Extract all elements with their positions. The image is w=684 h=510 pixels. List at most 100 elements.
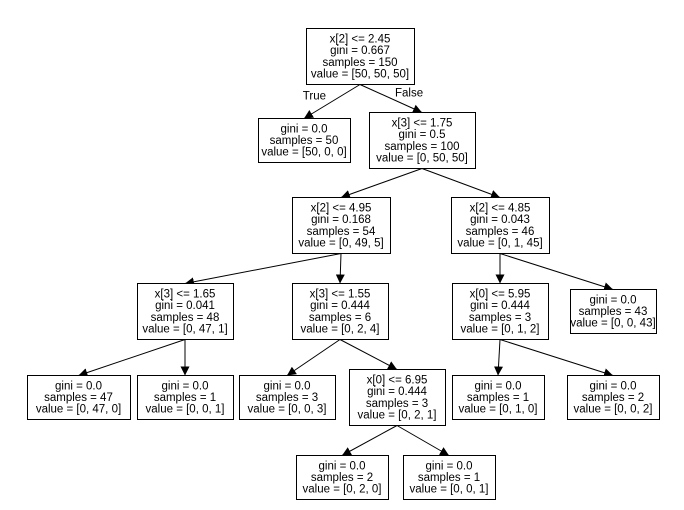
edges-layer: True False: [78, 84, 614, 456]
node-text-line: value = [0, 2, 4]: [301, 323, 380, 335]
node-text-line: samples = 1: [154, 392, 216, 404]
node-text-line: gini = 0.444: [367, 386, 427, 398]
node-box: [369, 112, 476, 169]
node-text-line: gini = 0.0: [55, 380, 102, 392]
node-text-line: x[2] <= 4.85: [470, 203, 531, 215]
edge-label-false: False: [395, 88, 423, 100]
edge-arrow: [286, 339, 341, 376]
node-box: [258, 118, 351, 163]
node-text-line: value = [0, 2, 0]: [303, 484, 382, 496]
node-text-line: samples = 3: [469, 312, 531, 324]
node-text-line: value = [0, 0, 3]: [248, 404, 327, 416]
edge-arrow: [499, 253, 614, 292]
node-text-line: samples = 47: [44, 392, 113, 404]
node-text-line: x[3] <= 1.75: [392, 118, 453, 130]
node-box: [239, 375, 336, 420]
node-text-line: value = [0, 2, 1]: [358, 409, 437, 421]
node-text-line: gini = 0.0: [162, 380, 209, 392]
node-text-line: value = [0, 49, 5]: [298, 237, 383, 249]
edge-arrow: [396, 425, 450, 456]
node-text-line: value = [0, 0, 1]: [146, 404, 225, 416]
node-text-line: samples = 150: [322, 57, 397, 69]
node-text-line: gini = 0.043: [470, 214, 530, 226]
node-text-line: gini = 0.041: [155, 300, 215, 312]
edge-arrow: [340, 168, 423, 199]
node-text-line: x[3] <= 1.65: [155, 289, 216, 301]
node-text-line: gini = 0.5: [399, 129, 446, 141]
node-text-line: x[2] <= 4.95: [311, 203, 372, 215]
node-box: [403, 455, 496, 500]
edge-arrow: [339, 339, 398, 370]
node-text-line: value = [0, 0, 43]: [570, 318, 655, 330]
node-text-line: x[3] <= 1.55: [310, 289, 371, 301]
node-text-line: gini = 0.667: [330, 45, 390, 57]
node-box: [570, 289, 657, 334]
node-text-line: x[0] <= 6.95: [367, 375, 428, 387]
node-text-line: value = [0, 1, 45]: [457, 237, 542, 249]
node-box: [451, 197, 550, 254]
edge-arrow: [494, 339, 503, 376]
node-text-line: value = [0, 47, 1]: [142, 323, 227, 335]
node-text-line: samples = 3: [256, 392, 318, 404]
node-text-line: gini = 0.444: [310, 300, 370, 312]
node-text-line: samples = 2: [582, 392, 644, 404]
node-text-line: value = [50, 50, 50]: [311, 68, 409, 80]
edge-arrow: [78, 339, 186, 377]
node-box: [137, 375, 234, 420]
node-text-line: gini = 0.168: [311, 214, 371, 226]
node-text-line: samples = 54: [307, 226, 376, 238]
node-text-line: samples = 50: [270, 135, 339, 147]
edge-arrow: [341, 425, 398, 456]
node-box: [137, 283, 234, 340]
edge-arrow: [421, 168, 501, 199]
node-text-line: gini = 0.0: [281, 123, 328, 135]
node-text-line: samples = 1: [418, 472, 480, 484]
node-box: [296, 455, 389, 500]
edge-label-true: True: [303, 91, 326, 103]
node-text-line: value = [0, 47, 0]: [36, 404, 121, 416]
node-text-line: gini = 0.444: [470, 300, 530, 312]
edge-arrow: [499, 339, 614, 378]
node-box: [27, 375, 131, 420]
node-text-line: gini = 0.0: [319, 460, 366, 472]
node-text-line: gini = 0.0: [590, 294, 637, 306]
edge-arrow: [335, 253, 345, 284]
edge-arrow: [303, 84, 361, 119]
edge-arrow: [359, 84, 423, 113]
node-text-line: gini = 0.0: [264, 380, 311, 392]
node-text-line: gini = 0.0: [590, 380, 637, 392]
node-text-line: x[2] <= 2.45: [330, 34, 391, 46]
node-text-line: value = [0, 0, 2]: [574, 404, 653, 416]
node-text-line: samples = 3: [366, 398, 428, 410]
node-box: [567, 375, 660, 420]
node-box: [306, 28, 415, 85]
node-text-line: gini = 0.0: [475, 380, 522, 392]
node-box: [452, 375, 545, 420]
node-text-line: samples = 46: [466, 226, 535, 238]
node-text-line: samples = 2: [311, 472, 373, 484]
node-text-line: value = [0, 0, 1]: [410, 484, 489, 496]
node-text-line: samples = 6: [309, 312, 371, 324]
node-box: [349, 369, 446, 426]
node-box: [452, 283, 549, 340]
node-text-line: samples = 48: [151, 312, 220, 324]
node-text-line: x[0] <= 5.95: [470, 289, 531, 301]
